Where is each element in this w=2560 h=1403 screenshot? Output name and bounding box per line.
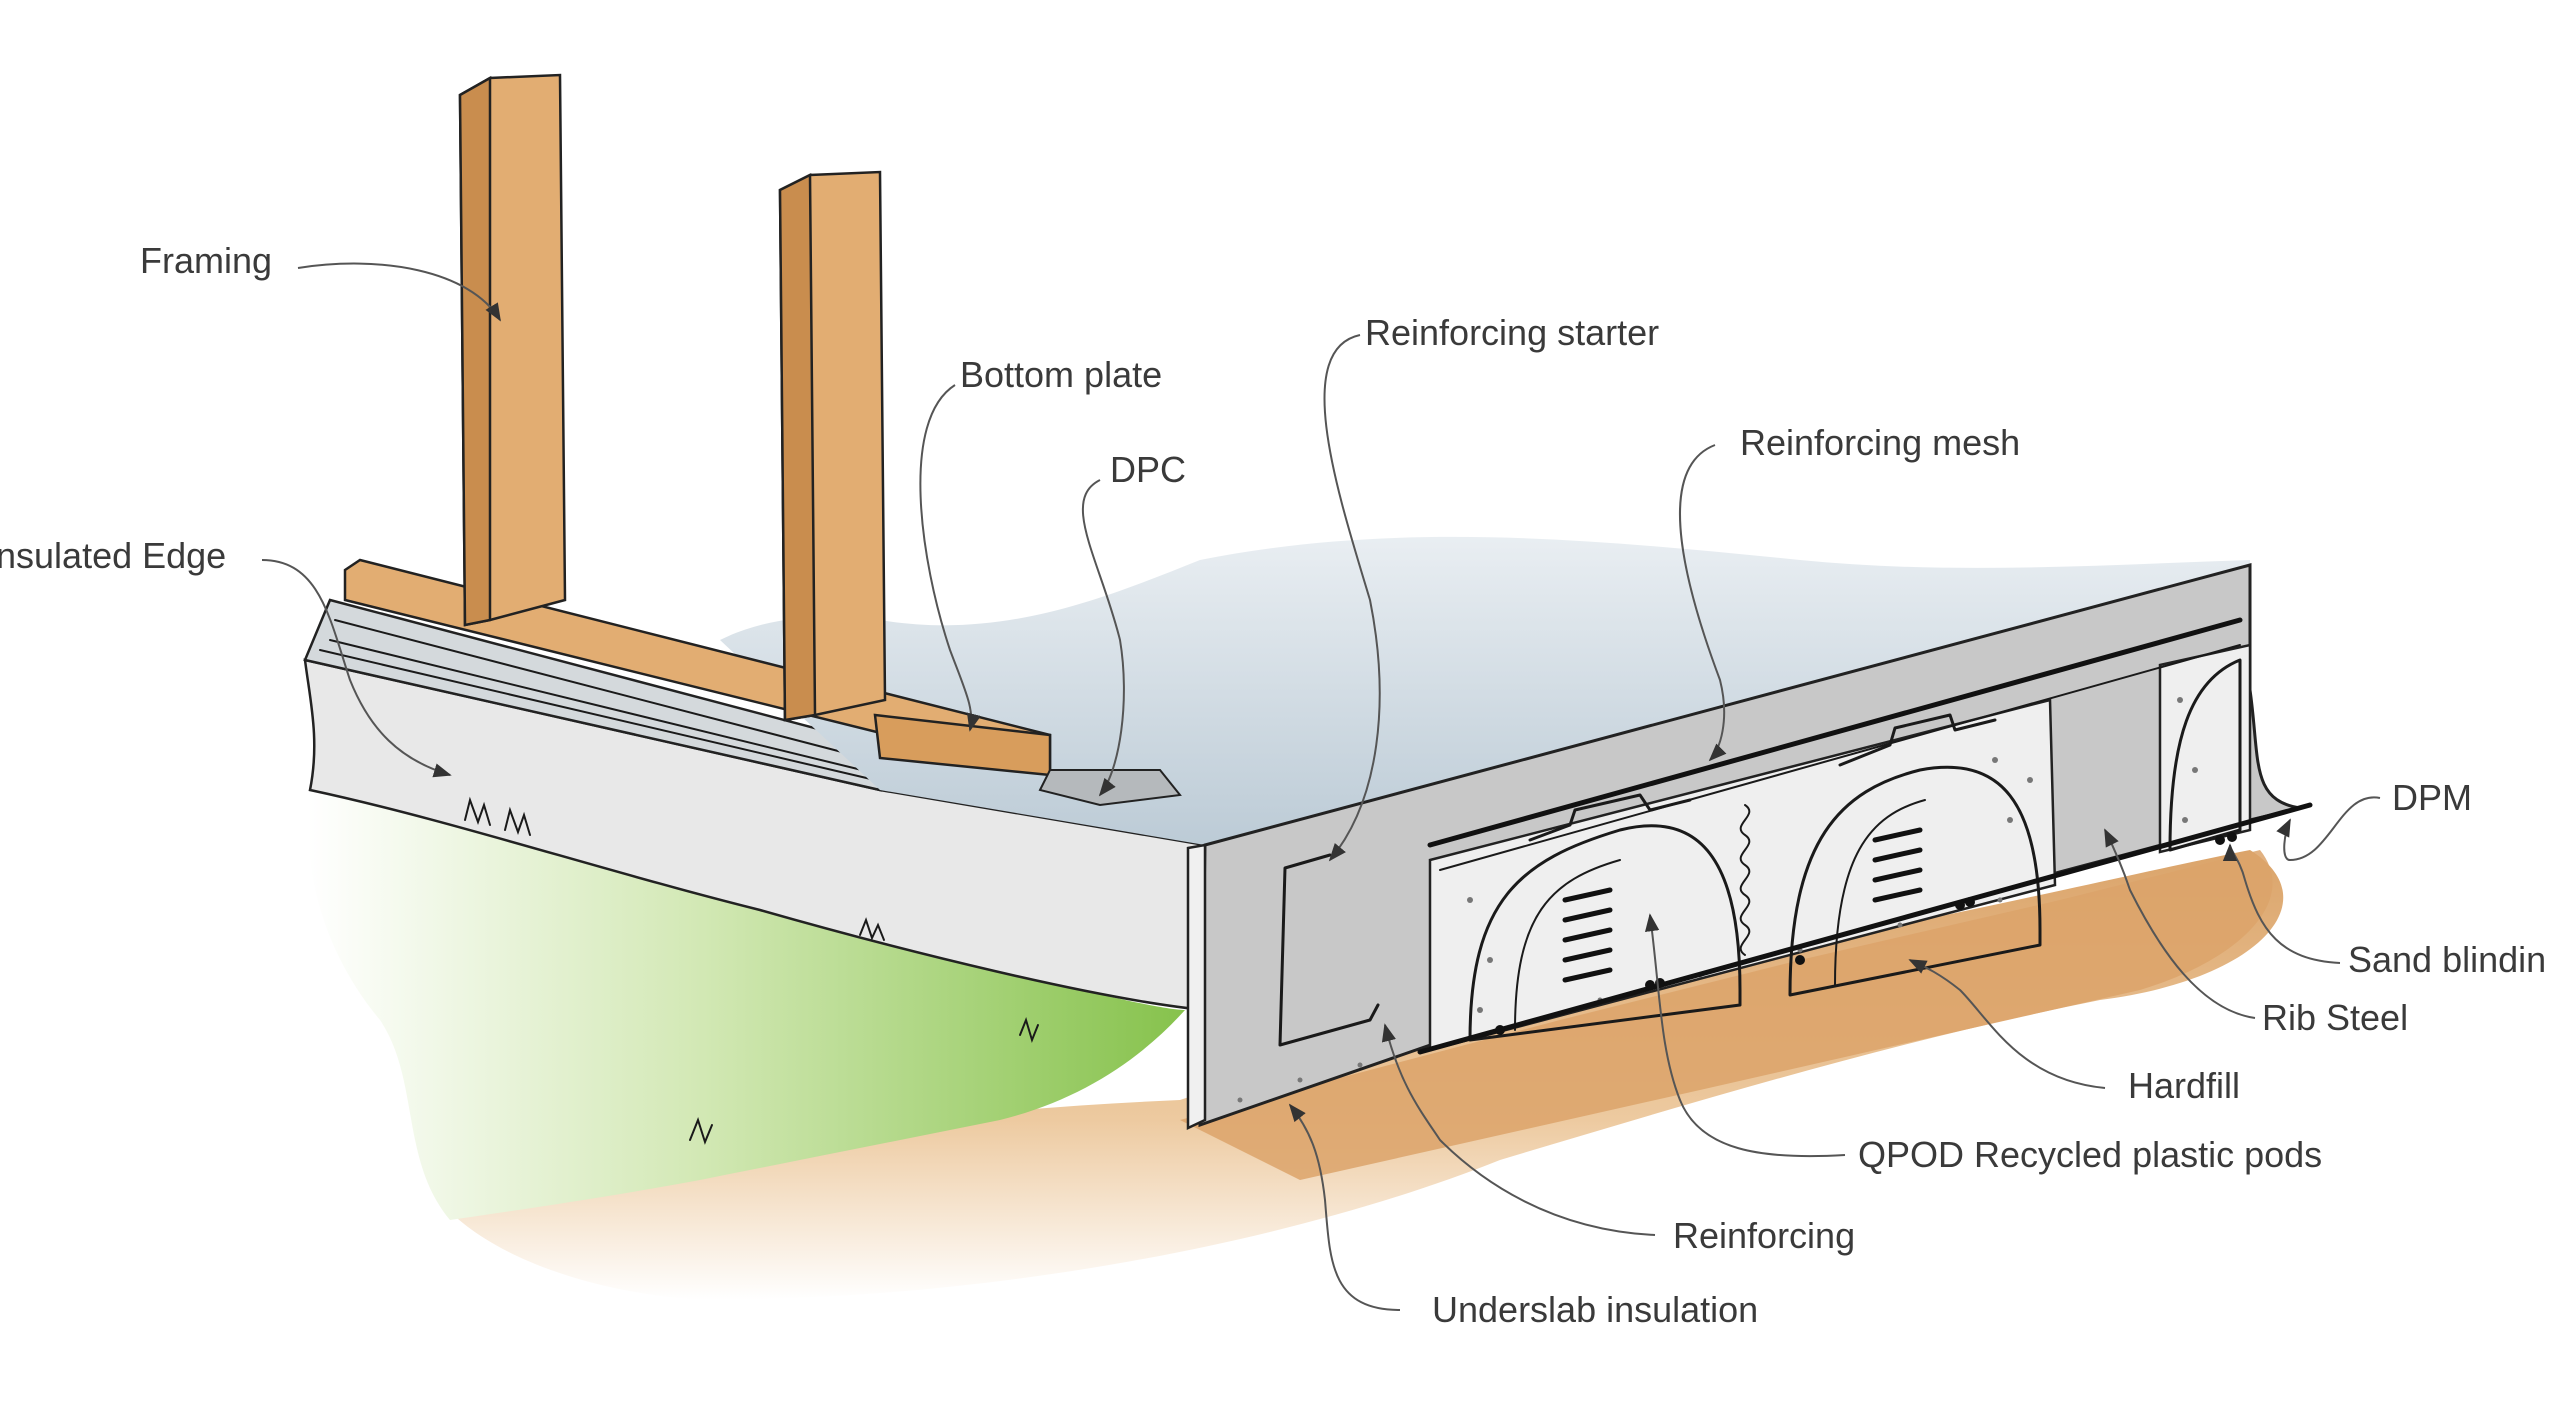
label-insulated-edge: nsulated Edge	[0, 535, 226, 576]
bottom-plate	[343, 558, 1052, 777]
label-underslab-insulation: Underslab insulation	[1432, 1289, 1758, 1330]
label-reinforcing: Reinforcing	[1673, 1215, 1855, 1256]
reinforcing-starter	[1278, 853, 1380, 1047]
label-rib-steel: Rib Steel	[2262, 997, 2408, 1038]
label-reinforcing-mesh: Reinforcing mesh	[1740, 422, 2020, 463]
pod-cavity-2	[2158, 643, 2252, 854]
qpod-plastic-pods	[1468, 658, 2242, 1042]
label-dpm: DPM	[2392, 777, 2472, 818]
ground-under-slab	[1180, 850, 2273, 1180]
label-dpc: DPC	[1110, 449, 1186, 490]
grass	[308, 790, 1185, 1220]
leader-lines	[261, 262, 2381, 1311]
pod-cavity-1	[1428, 698, 2057, 1052]
hardfill-texture	[1237, 697, 2198, 1103]
label-sand-blinding: Sand blindin	[2348, 939, 2546, 980]
pod-vents	[1562, 827, 1923, 983]
label-bottom-plate: Bottom plate	[960, 354, 1162, 395]
label-reinforcing-starter: Reinforcing starter	[1365, 312, 1659, 353]
label-qpod: QPOD Recycled plastic pods	[1858, 1134, 2322, 1175]
edge-insulation-strip	[1186, 843, 1207, 1130]
label-hardfill: Hardfill	[2128, 1065, 2240, 1106]
slab-top	[720, 536, 2250, 845]
insulated-edge-face	[303, 658, 1207, 1012]
reinforcing-mesh-bar	[1427, 617, 2243, 848]
label-framing: Framing	[140, 240, 272, 281]
framing-studs	[458, 73, 887, 722]
dpm-line	[1417, 802, 2313, 1055]
grass-tufts	[464, 796, 1039, 1145]
reinforcing-mesh-bar-2	[1439, 644, 2241, 871]
